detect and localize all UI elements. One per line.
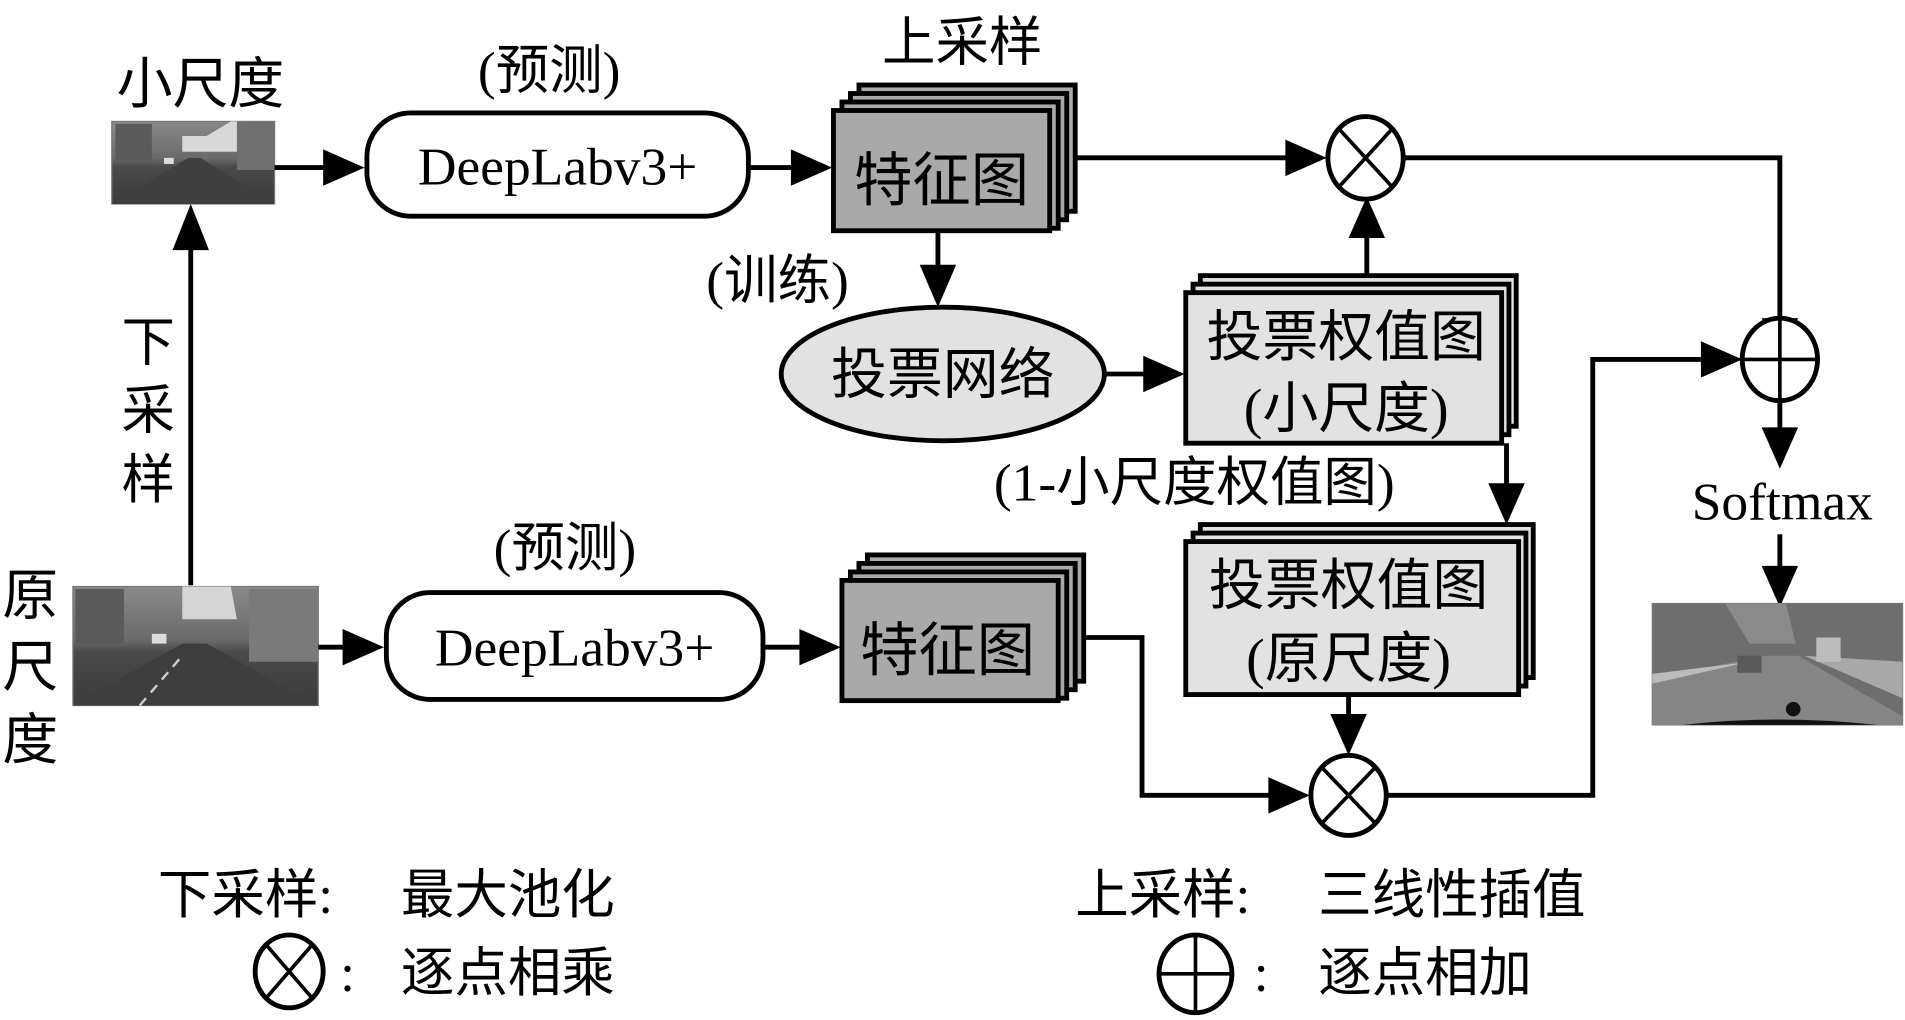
weight-map-small-line2: (小尺度) bbox=[1244, 378, 1449, 440]
arrowhead bbox=[1143, 355, 1185, 393]
arrowhead bbox=[1330, 714, 1367, 756]
deeplab-top-label: DeepLabv3+ bbox=[418, 137, 697, 197]
arrowhead bbox=[1285, 139, 1327, 177]
original-scale-char-1: 原 bbox=[2, 565, 58, 627]
softmax-label: Softmax bbox=[1692, 472, 1873, 532]
weight-map-orig-line1: 投票权值图 bbox=[1209, 556, 1488, 618]
arrowhead bbox=[342, 629, 384, 666]
arrowhead bbox=[1761, 565, 1799, 608]
downsample-label-char-3: 样 bbox=[121, 450, 174, 510]
legend-add-icon bbox=[1156, 932, 1235, 1016]
feature-map-bottom-label: 特征图 bbox=[860, 618, 1035, 683]
multiply-top-operator bbox=[1325, 114, 1406, 202]
one-minus-label: (1-小尺度权值图) bbox=[994, 452, 1395, 512]
small-scale-image bbox=[111, 120, 276, 205]
original-scale-char-2: 尺 bbox=[2, 637, 58, 699]
predict-label-bottom: (预测) bbox=[494, 518, 637, 578]
arrowhead bbox=[919, 264, 957, 308]
arrowhead bbox=[799, 629, 841, 666]
train-label: (训练) bbox=[706, 251, 849, 311]
multiply-bottom-operator bbox=[1308, 752, 1389, 838]
legend-downsample-value: 最大池化 bbox=[401, 865, 615, 925]
feature-map-top: 特征图 bbox=[831, 82, 1078, 234]
arrowhead bbox=[1700, 341, 1743, 378]
arrowhead bbox=[1268, 777, 1310, 814]
weight-map-small: 投票权值图 (小尺度) bbox=[1183, 273, 1519, 446]
weight-map-orig-line2: (原尺度) bbox=[1246, 629, 1451, 691]
weight-map-original: 投票权值图 (原尺度) bbox=[1183, 522, 1536, 697]
small-scale-label: 小尺度 bbox=[117, 54, 285, 116]
weight-map-small-line1: 投票权值图 bbox=[1206, 307, 1485, 369]
legend-multiply-icon bbox=[252, 932, 326, 1011]
arrowhead bbox=[1761, 427, 1799, 469]
output-segmentation-image bbox=[1651, 602, 1904, 726]
legend-add-sep: : bbox=[1254, 943, 1269, 1003]
add-operator bbox=[1739, 315, 1820, 404]
legend-add-value: 逐点相加 bbox=[1318, 943, 1532, 1003]
legend-multiply-value: 逐点相乘 bbox=[401, 943, 615, 1003]
deeplab-top-box bbox=[364, 110, 751, 219]
upsample-label: 上采样 bbox=[882, 13, 1042, 73]
arrowhead bbox=[1488, 483, 1525, 525]
downsample-label-char-2: 采 bbox=[121, 381, 174, 441]
arrowhead bbox=[1348, 196, 1386, 238]
connector-line bbox=[1403, 155, 1783, 322]
legend-multiply-sep: : bbox=[340, 943, 355, 1003]
voting-network-label: 投票网络 bbox=[831, 344, 1054, 406]
original-scale-image bbox=[72, 585, 319, 707]
legend-upsample-value: 三线性插值 bbox=[1318, 865, 1585, 925]
arrowhead bbox=[790, 149, 833, 186]
downsample-label-char-1: 下 bbox=[121, 313, 174, 373]
deeplab-bottom-label: DeepLabv3+ bbox=[435, 617, 714, 677]
predict-label-top: (预测) bbox=[478, 41, 621, 101]
arrowhead bbox=[172, 204, 209, 251]
arrowhead bbox=[323, 149, 365, 186]
connector-line bbox=[1386, 357, 1701, 798]
connector-line bbox=[1083, 635, 1271, 798]
feature-map-top-label: 特征图 bbox=[854, 148, 1029, 213]
original-scale-char-3: 度 bbox=[2, 710, 58, 772]
legend-downsample-key: 下采样: bbox=[158, 865, 333, 925]
legend: 下采样: 最大池化 : 逐点相乘 上采样: 三线性插值 : 逐点相加 bbox=[158, 865, 1585, 1016]
legend-upsample-key: 上采样: bbox=[1075, 865, 1250, 925]
feature-map-bottom: 特征图 bbox=[839, 552, 1087, 704]
